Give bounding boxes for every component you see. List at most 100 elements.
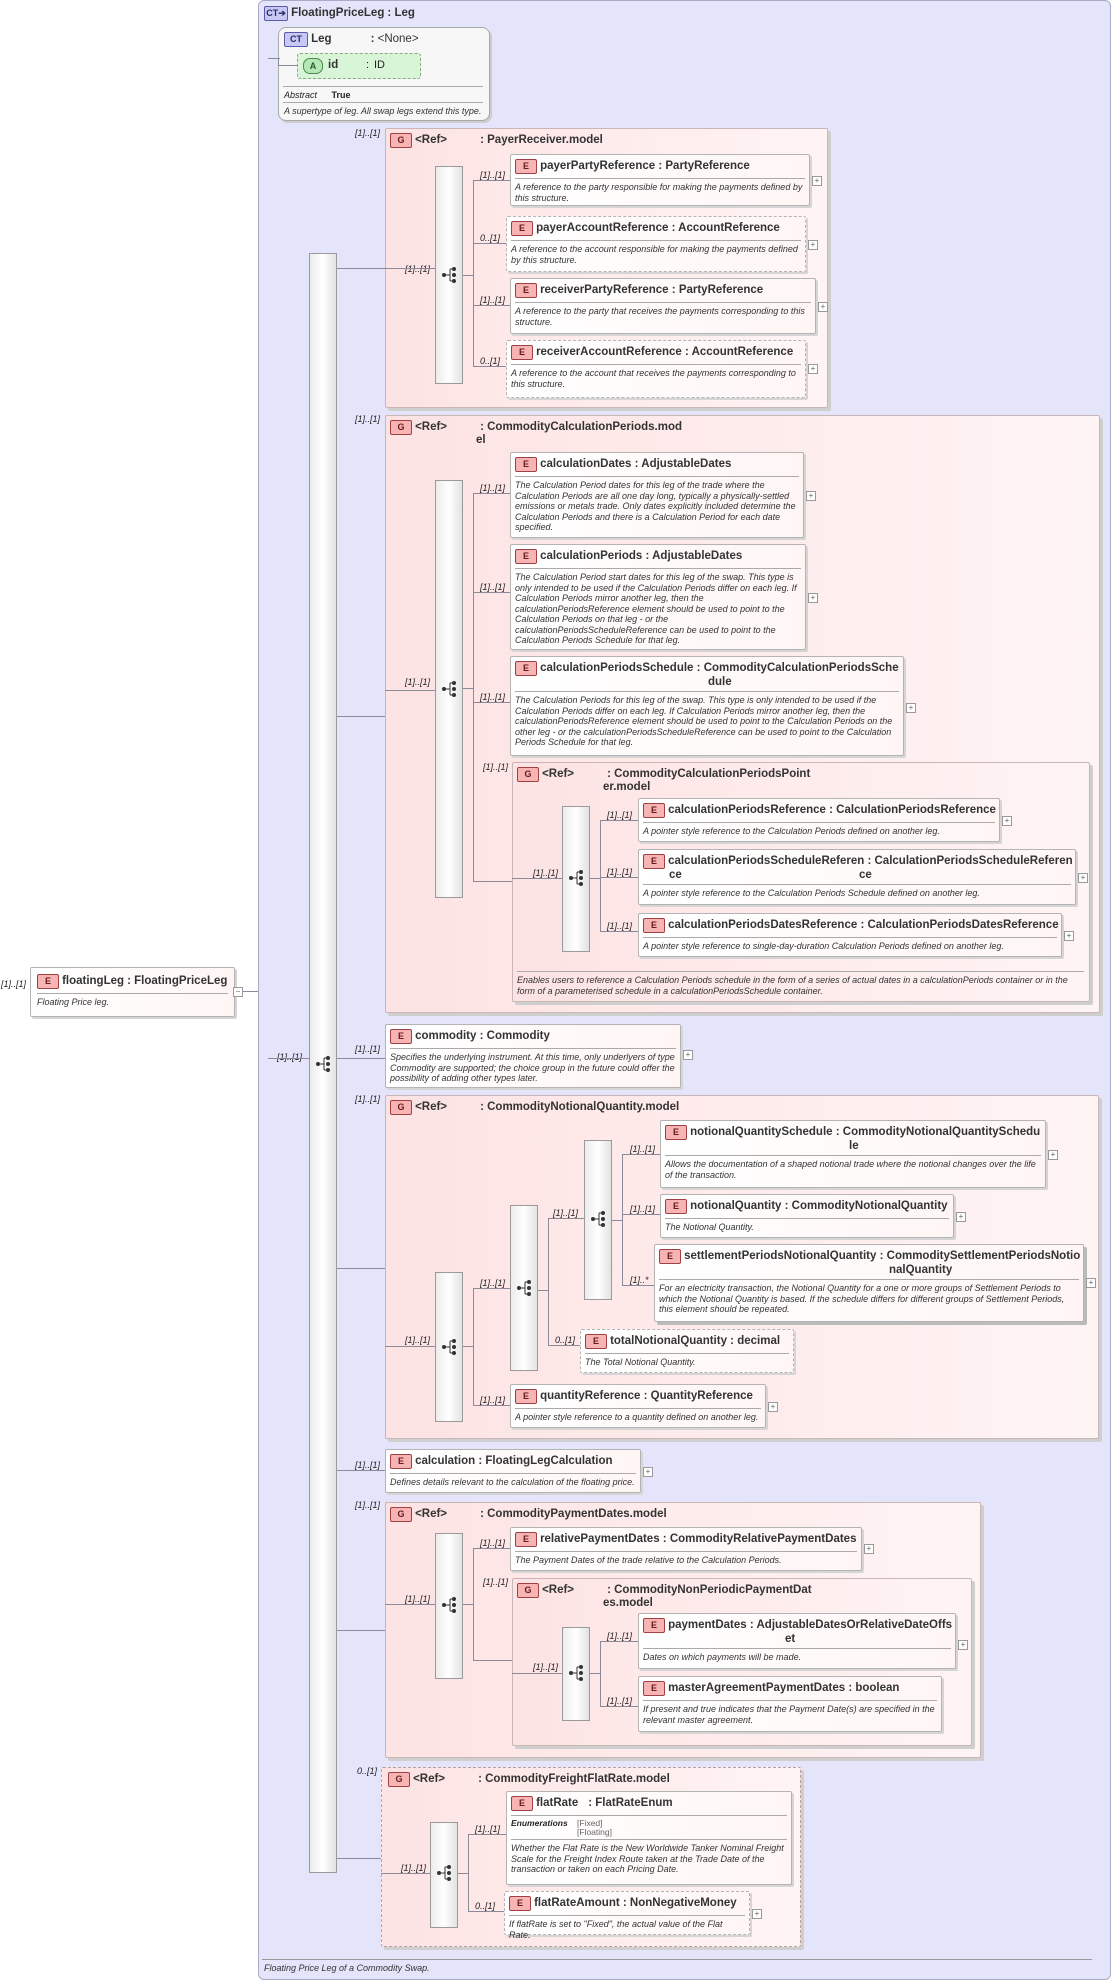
expand-icon[interactable]: + — [958, 1640, 968, 1650]
group-cardinality: [1]..[1] — [483, 762, 509, 772]
element-payer-account-reference[interactable]: E payerAccountReference : AccountReferen… — [506, 216, 806, 272]
element-relative-payment-dates[interactable]: E relativePaymentDates : CommodityRelati… — [510, 1527, 862, 1571]
element-description: A pointer style reference to the Calcula… — [643, 826, 940, 836]
element-cardinality: [1]..* — [630, 1275, 649, 1285]
expand-icon[interactable]: + — [808, 593, 818, 603]
element-flat-rate-amount[interactable]: E flatRateAmount : NonNegativeMoney If f… — [504, 1891, 750, 1940]
element-receiver-account-reference[interactable]: E receiverAccountReference : AccountRefe… — [506, 340, 806, 398]
element-settlement-periods-notional-quantity[interactable]: E settlementPeriodsNotionalQuantity : Co… — [654, 1244, 1084, 1322]
expand-icon[interactable]: + — [1048, 1150, 1058, 1160]
expand-icon[interactable]: + — [683, 1050, 693, 1060]
element-name: masterAgreementPaymentDates — [668, 1682, 846, 1694]
element-commodity[interactable]: E commodity : Commodity Specifies the un… — [385, 1024, 681, 1088]
group-name: PayerReceiver.model — [487, 134, 603, 146]
element-type-wrap: ce — [859, 869, 872, 881]
sequence-icon — [442, 1597, 456, 1613]
element-quantity-reference[interactable]: E quantityReference : QuantityReference … — [510, 1384, 766, 1428]
attribute-id[interactable]: A id : ID — [297, 53, 421, 79]
sequence-compositor[interactable] — [562, 1627, 590, 1721]
element-name: calculationPeriodsDatesReference — [668, 919, 858, 931]
element-description: A reference to the account that receives… — [511, 368, 796, 389]
sequence-icon — [442, 267, 456, 283]
sequence-compositor[interactable] — [430, 1822, 458, 1928]
element-description: The Payment Dates of the trade relative … — [515, 1555, 782, 1565]
base-type-icon: CT — [284, 32, 308, 47]
group-kind-tag: G — [388, 1772, 410, 1787]
element-calculation-periods-dates-reference[interactable]: E calculationPeriodsDatesReference : Cal… — [638, 913, 1062, 957]
element-type-wrap: nalQuantity — [889, 1264, 953, 1276]
element-type: QuantityReference — [650, 1390, 753, 1402]
expand-icon[interactable]: + — [1002, 816, 1012, 826]
expand-icon[interactable]: + — [808, 364, 818, 374]
expand-icon[interactable]: + — [864, 1544, 874, 1554]
element-type: CommodityNotionalQuantity — [791, 1200, 948, 1212]
group-kind-tag: G — [390, 133, 412, 148]
element-cardinality: 0..[1] — [555, 1335, 576, 1345]
element-cardinality: [1]..[1] — [630, 1144, 656, 1154]
expand-icon[interactable]: + — [818, 302, 828, 312]
element-cardinality: [1]..[1] — [607, 810, 633, 820]
choice-compositor[interactable] — [510, 1205, 538, 1371]
expand-icon[interactable]: + — [808, 240, 818, 250]
element-name: flatRateAmount — [534, 1897, 620, 1909]
base-type-leg[interactable]: CT Leg : <None> A id : ID Abstract True … — [278, 27, 490, 121]
expand-icon[interactable]: + — [906, 703, 916, 713]
sequence-compositor[interactable] — [435, 1533, 463, 1679]
element-flat-rate[interactable]: E flatRate: FlatRateEnum Enumerations [F… — [506, 1791, 792, 1885]
element-kind-tag: E — [37, 974, 59, 989]
element-description: A reference to the party responsible for… — [515, 182, 803, 203]
choice-compositor[interactable] — [584, 1140, 612, 1300]
element-calculation-dates[interactable]: E calculationDates : AdjustableDates The… — [510, 452, 804, 538]
seq-cardinality: [1]..[1] — [405, 677, 431, 687]
expand-icon[interactable]: + — [806, 491, 816, 501]
group-kind-tag: G — [390, 1507, 412, 1522]
element-name: calculationPeriodsScheduleReferen — [668, 855, 865, 867]
element-calculation[interactable]: E calculation : FloatingLegCalculation D… — [385, 1449, 641, 1493]
element-description: Specifies the underlying instrument. At … — [390, 1052, 675, 1083]
element-type: CalculationPeriodsScheduleReferen — [874, 855, 1073, 867]
element-calculation-periods-schedule[interactable]: E calculationPeriodsSchedule : Commodity… — [510, 656, 904, 756]
element-cardinality: [1]..[1] — [607, 921, 633, 931]
element-description: A reference to the account responsible f… — [511, 244, 798, 265]
seq-cardinality: [1]..[1] — [533, 868, 559, 878]
element-description: A reference to the party that receives t… — [515, 306, 805, 327]
sequence-compositor[interactable] — [562, 806, 590, 952]
element-name: floatingLeg — [62, 975, 125, 987]
element-calculation-periods[interactable]: E calculationPeriods : AdjustableDates T… — [510, 544, 806, 650]
expand-icon[interactable]: + — [956, 1212, 966, 1222]
group-description: Enables users to reference a Calculation… — [517, 975, 1068, 996]
expand-icon[interactable]: + — [768, 1402, 778, 1412]
group-name-wrap: el — [476, 434, 486, 446]
expand-icon[interactable]: + — [1086, 1278, 1096, 1288]
element-description: The Notional Quantity. — [665, 1222, 754, 1232]
expand-icon[interactable]: + — [643, 1467, 653, 1477]
element-calculation-periods-schedule-reference[interactable]: E calculationPeriodsScheduleReferen : Ca… — [638, 849, 1076, 905]
expand-icon[interactable]: + — [752, 1909, 762, 1919]
element-name: receiverAccountReference — [536, 346, 682, 358]
element-notional-quantity-schedule[interactable]: E notionalQuantitySchedule : CommodityNo… — [660, 1120, 1046, 1188]
element-payment-dates[interactable]: E paymentDates : AdjustableDatesOrRelati… — [638, 1613, 956, 1669]
element-total-notional-quantity[interactable]: E totalNotionalQuantity : decimal The To… — [580, 1329, 794, 1373]
element-kind-tag: E — [511, 345, 533, 360]
element-type: PartyReference — [665, 160, 750, 172]
element-calculation-periods-reference[interactable]: E calculationPeriodsReference : Calculat… — [638, 798, 1000, 842]
main-sequence-compositor[interactable] — [309, 253, 337, 1873]
root-element-box[interactable]: E floatingLeg : FloatingPriceLeg Floatin… — [30, 967, 235, 1017]
element-name: notionalQuantity — [690, 1200, 782, 1212]
group-name: CommodityNotionalQuantity.model — [487, 1101, 680, 1113]
sequence-icon — [591, 1211, 605, 1227]
element-type: CalculationPeriodsReference — [836, 804, 996, 816]
expand-icon[interactable]: − — [233, 987, 243, 997]
element-master-agreement-payment-dates[interactable]: E masterAgreementPaymentDates : boolean … — [638, 1676, 942, 1732]
element-kind-tag: E — [515, 1532, 537, 1547]
element-cardinality: [1]..[1] — [480, 692, 506, 702]
expand-icon[interactable]: + — [812, 176, 822, 186]
element-receiver-party-reference[interactable]: E receiverPartyReference : PartyReferenc… — [510, 278, 816, 334]
element-payer-party-reference[interactable]: E payerPartyReference : PartyReference A… — [510, 154, 810, 206]
element-name: payerAccountReference — [536, 222, 669, 234]
element-notional-quantity[interactable]: E notionalQuantity : CommodityNotionalQu… — [660, 1194, 954, 1238]
expand-icon[interactable]: + — [1078, 873, 1088, 883]
expand-icon[interactable]: + — [1064, 931, 1074, 941]
element-cardinality: [1]..[1] — [480, 483, 506, 493]
element-name: calculationDates — [540, 458, 632, 470]
